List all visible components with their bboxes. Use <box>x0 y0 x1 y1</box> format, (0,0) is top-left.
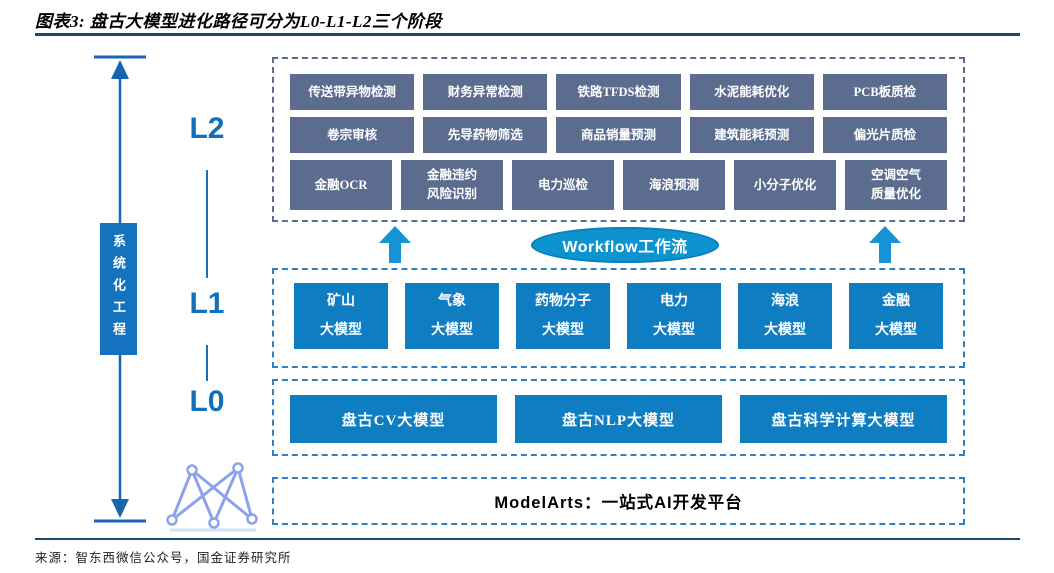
l2-app-box: 小分子优化 <box>734 160 836 210</box>
l2-app-box: 先导药物筛选 <box>423 117 548 153</box>
l2-app-box: 铁路TFDS检测 <box>556 74 681 110</box>
l2-app-box: 海浪预测 <box>623 160 725 210</box>
level-label-l1: L1 <box>189 287 225 320</box>
l2-app-box: 金融违约 风险识别 <box>401 160 503 210</box>
l2-app-box: 建筑能耗预测 <box>689 117 814 153</box>
l1-model-box: 电力 大模型 <box>627 283 721 349</box>
l2-app-box: 商品销量预测 <box>556 117 681 153</box>
l1-model-box: 海浪 大模型 <box>738 283 832 349</box>
level-label-l2: L2 <box>189 112 225 145</box>
l2-row-3: 金融OCR 金融违约 风险识别 电力巡检 海浪预测 小分子优化 空调空气 质量优… <box>290 160 947 210</box>
connector-l2-l1 <box>206 170 208 278</box>
l1-model-box: 药物分子 大模型 <box>516 283 610 349</box>
source-note: 来源：智东西微信公众号，国金证券研究所 <box>35 551 292 565</box>
l2-app-box: 财务异常检测 <box>423 74 548 110</box>
modelarts-platform-panel: ModelArts：一站式AI开发平台 <box>272 477 965 525</box>
footer-divider <box>35 538 1020 540</box>
title-divider <box>35 33 1020 36</box>
network-graph-logo-icon <box>166 462 258 532</box>
l0-models-panel: 盘古CV大模型 盘古NLP大模型 盘古科学计算大模型 <box>272 379 965 456</box>
workflow-badge: Workflow工作流 <box>531 227 719 263</box>
l2-applications-panel: 传送带异物检测 财务异常检测 铁路TFDS检测 水泥能耗优化 PCB板质检 卷宗… <box>272 57 965 222</box>
l2-app-box: 卷宗审核 <box>290 117 415 153</box>
l0-model-box: 盘古科学计算大模型 <box>740 395 947 443</box>
l1-model-box: 矿山 大模型 <box>294 283 388 349</box>
l1-model-box: 金融 大模型 <box>849 283 943 349</box>
up-arrow-icon <box>869 226 901 263</box>
workflow-label: Workflow工作流 <box>562 239 688 256</box>
l2-app-box: 电力巡检 <box>512 160 614 210</box>
systematic-engineering-label: 系统化工程 <box>100 223 137 355</box>
l2-app-box: 金融OCR <box>290 160 392 210</box>
l2-app-box: 传送带异物检测 <box>290 74 415 110</box>
level-label-l0: L0 <box>189 385 225 418</box>
l2-app-box: PCB板质检 <box>822 74 948 110</box>
connector-l1-l0 <box>206 345 208 381</box>
figure-title: 图表3: 盘古大模型进化路径可分为L0-L1-L2三个阶段 <box>35 12 442 31</box>
l2-app-box: 空调空气 质量优化 <box>845 160 947 210</box>
l2-app-box: 水泥能耗优化 <box>689 74 814 110</box>
l2-row-1: 传送带异物检测 财务异常检测 铁路TFDS检测 水泥能耗优化 PCB板质检 <box>290 74 948 110</box>
l2-row-2: 卷宗审核 先导药物筛选 商品销量预测 建筑能耗预测 偏光片质检 <box>290 117 948 153</box>
modelarts-label: ModelArts：一站式AI开发平台 <box>494 494 743 512</box>
l1-model-box: 气象 大模型 <box>405 283 499 349</box>
up-arrow-icon <box>379 226 411 263</box>
l0-model-box: 盘古NLP大模型 <box>515 395 722 443</box>
l2-app-box: 偏光片质检 <box>822 117 948 153</box>
l0-model-box: 盘古CV大模型 <box>290 395 497 443</box>
l1-models-panel: 矿山 大模型 气象 大模型 药物分子 大模型 电力 大模型 海浪 大模型 金融 … <box>272 268 965 368</box>
